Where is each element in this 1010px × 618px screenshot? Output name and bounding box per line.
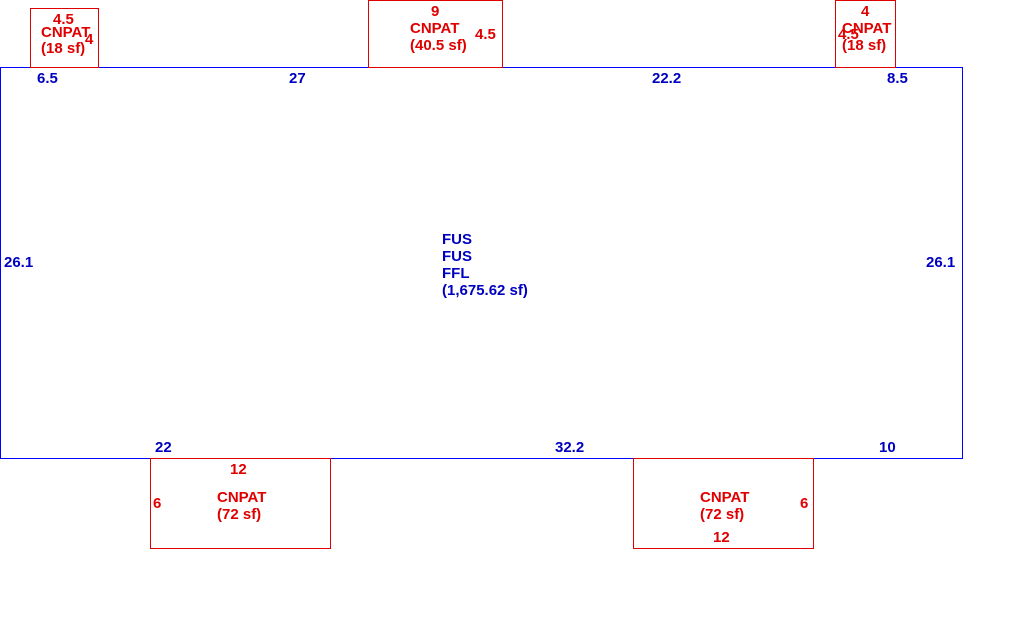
patio-top-center-area: (40.5 sf) xyxy=(410,37,467,54)
patio-bottom-right-area: (72 sf) xyxy=(700,506,744,523)
patio-top-center-dim-a: 9 xyxy=(431,3,439,20)
patio-top-center-name: CNPAT xyxy=(410,20,459,37)
patio-bottom-left-name: CNPAT xyxy=(217,489,266,506)
patio-top-right-outline xyxy=(835,0,896,68)
main-dim-right: 26.1 xyxy=(926,254,955,271)
patio-top-center-dim-b: 4.5 xyxy=(475,26,496,43)
patio-top-left-area: (18 sf) xyxy=(41,40,85,57)
patio-top-right-dim-b: 4.5 xyxy=(838,26,859,43)
main-dim-top-3: 22.2 xyxy=(652,70,681,87)
main-area-line-3: FFL xyxy=(442,265,470,282)
patio-top-left-name: CNPAT xyxy=(41,24,90,41)
main-dim-bottom-1: 22 xyxy=(155,439,172,456)
patio-bottom-right-dim-a: 12 xyxy=(713,529,730,546)
patio-top-right-dim-a: 4 xyxy=(861,3,870,20)
main-dim-top-2: 27 xyxy=(289,70,306,87)
patio-bottom-left-outline xyxy=(150,458,331,549)
main-area-outline xyxy=(0,67,963,459)
patio-bottom-left-dim-a: 12 xyxy=(230,461,247,478)
patio-top-right-area: (18 sf) xyxy=(842,37,886,54)
main-dim-left: 26.1 xyxy=(4,254,33,271)
patio-top-left-dim-b: 4 xyxy=(85,31,94,48)
patio-top-right-name: CNPAT xyxy=(842,20,891,37)
main-dim-top-1: 6.5 xyxy=(37,70,58,87)
main-area-line-1: FUS xyxy=(442,231,472,248)
patio-bottom-right-outline xyxy=(633,458,814,549)
patio-bottom-right-dim-b: 6 xyxy=(800,495,808,512)
main-area-line-2: FUS xyxy=(442,248,472,265)
patio-bottom-left-area: (72 sf) xyxy=(217,506,261,523)
main-area-area: (1,675.62 sf) xyxy=(442,282,528,299)
patio-top-left-outline xyxy=(30,8,99,68)
main-dim-top-4: 8.5 xyxy=(887,70,908,87)
patio-top-left-dim-a: 4.5 xyxy=(53,11,74,28)
patio-top-center-outline xyxy=(368,0,503,68)
patio-bottom-left-dim-b: 6 xyxy=(153,495,161,512)
main-dim-bottom-3: 10 xyxy=(879,439,896,456)
patio-bottom-right-name: CNPAT xyxy=(700,489,749,506)
main-dim-bottom-2: 32.2 xyxy=(555,439,584,456)
